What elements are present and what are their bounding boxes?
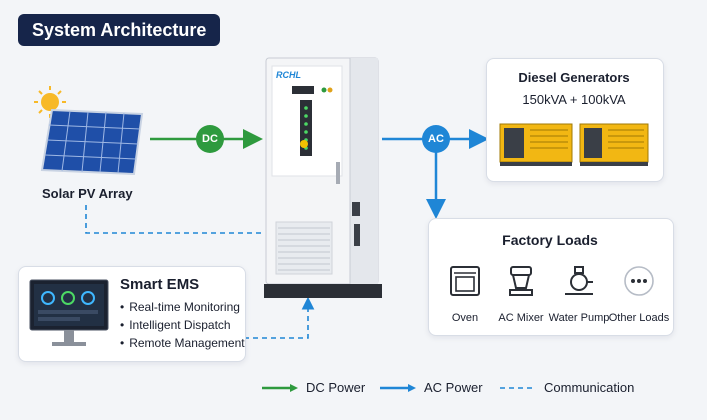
load-label-mixer: AC Mixer [498, 312, 544, 324]
monitor-icon [28, 278, 110, 350]
solar-label: Solar PV Array [42, 186, 133, 201]
legend-comm: Communication [500, 380, 634, 395]
load-label-pump: Water Pump [548, 312, 610, 324]
comm-line-solar [85, 205, 262, 234]
generators-title: Diesel Generators [518, 70, 630, 85]
mixer-icon [504, 264, 538, 298]
legend-dc-label: DC Power [306, 380, 366, 395]
comm-line-ems [244, 296, 315, 339]
ac-badge: AC [422, 125, 450, 153]
page-title: System Architecture [18, 14, 221, 46]
legend-ac: AC Power [380, 380, 483, 395]
generator-1 [499, 123, 573, 166]
loads-title: Factory Loads [502, 232, 598, 248]
generator-icon [498, 118, 652, 168]
legend-comm-label: Communication [544, 380, 635, 395]
ems-feature: Intelligent Dispatch [120, 316, 245, 334]
more-icon [622, 264, 656, 298]
water-pump-icon [562, 264, 596, 298]
cabinet-logo: RCHL [276, 70, 301, 80]
legend-dc: DC Power [262, 380, 365, 395]
ems-feature: Real-time Monitoring [120, 298, 245, 316]
generator-2 [579, 123, 649, 166]
ems-feature-list: Real-time Monitoring Intelligent Dispatc… [120, 298, 245, 352]
dc-badge: DC [196, 125, 224, 153]
solar-panel-icon [30, 84, 150, 180]
load-label-oven: Oven [451, 312, 479, 324]
legend-ac-label: AC Power [424, 380, 483, 395]
ems-feature: Remote Management [120, 334, 244, 352]
oven-icon [448, 264, 482, 298]
ems-title: Smart EMS [120, 276, 200, 293]
load-label-other: Other Loads [608, 312, 670, 324]
battery-cabinet [262, 52, 384, 302]
generators-subtitle: 150kVA + 100kVA [522, 92, 626, 107]
